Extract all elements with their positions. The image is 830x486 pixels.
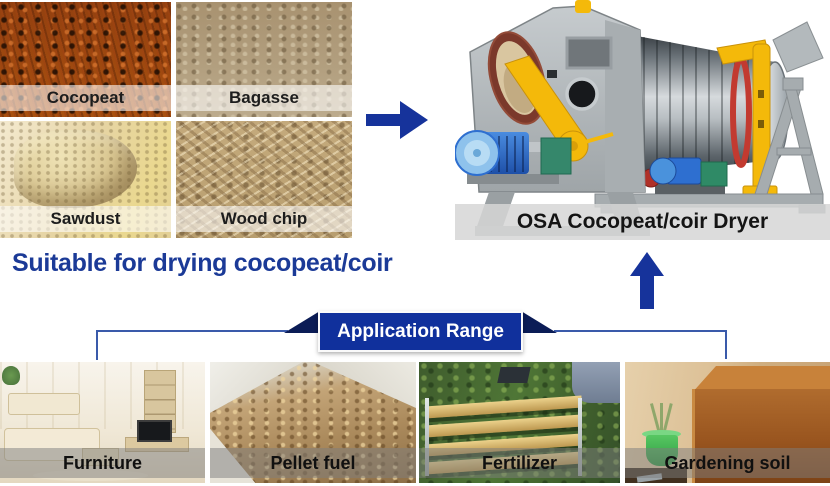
- up-arrow-icon: [630, 252, 664, 309]
- bagasse-label: Bagasse: [229, 88, 299, 107]
- dryer-photo: [454, 0, 830, 243]
- main-motor: [454, 130, 572, 184]
- right-arrow-icon: [366, 101, 428, 139]
- furniture-tv-shape: [137, 419, 173, 442]
- pellet-bag-shape-left: [210, 362, 303, 413]
- application-range-ribbon: Application Range: [318, 311, 523, 352]
- ribbon-fold-right: [521, 311, 557, 333]
- plant-pot-rim: [642, 429, 682, 439]
- sawdust-clump-shape: [13, 130, 137, 208]
- dryer-label: OSA Cocopeat/coir Dryer: [516, 210, 769, 233]
- furniture-sofa-back-shape: [8, 393, 80, 415]
- dryer-label-band: OSA Cocopeat/coir Dryer: [455, 204, 830, 240]
- fertilizer-label-band: Fertilizer: [419, 448, 620, 478]
- pellet-bag-shape-right: [313, 362, 416, 408]
- furniture-plant-shape: [2, 365, 21, 385]
- headline-text: Suitable for drying cocopeat/coir: [12, 249, 393, 277]
- sawdust-photo: Sawdust: [0, 121, 171, 238]
- cocopeat-label: Cocopeat: [46, 88, 125, 107]
- connector-line-right-vertical: [725, 330, 727, 359]
- ribbon-fold-left: [284, 311, 320, 333]
- pellet-fuel-label-band: Pellet fuel: [210, 448, 416, 478]
- woodchip-label: Wood chip: [220, 209, 308, 228]
- dryer-illustration: [454, 0, 826, 236]
- connector-line-left-horizontal: [96, 330, 288, 332]
- compost-bin-post: [425, 398, 430, 476]
- gardening-soil-label: Gardening soil: [664, 452, 791, 473]
- woodchip-photo: Wood chip: [176, 121, 352, 238]
- inspection-hatch: [565, 36, 613, 70]
- connector-line-left-vertical: [96, 330, 98, 360]
- woodchip-label-band: Wood chip: [176, 206, 352, 232]
- cocopeat-label-band: Cocopeat: [0, 85, 171, 111]
- connector-line-right-horizontal: [554, 330, 727, 332]
- sawdust-label: Sawdust: [50, 209, 121, 228]
- fertilizer-label: Fertilizer: [481, 452, 558, 473]
- gardening-soil-label-band: Gardening soil: [625, 448, 830, 478]
- sawdust-label-band: Sawdust: [0, 206, 171, 232]
- porthole: [565, 77, 599, 111]
- furniture-photo: Furniture: [0, 362, 205, 483]
- bagasse-photo: Bagasse: [176, 2, 352, 117]
- pellet-fuel-photo: Pellet fuel: [210, 362, 416, 483]
- gardening-soil-photo: Gardening soil: [625, 362, 830, 483]
- feed-chute: [772, 21, 824, 73]
- lifting-lug: [575, 0, 591, 13]
- compost-bin-post: [577, 398, 582, 476]
- furniture-label: Furniture: [63, 452, 142, 473]
- soil-block-top-face: [694, 365, 830, 390]
- pellet-fuel-label: Pellet fuel: [270, 452, 356, 473]
- fertilizer-compost-bin: [424, 395, 583, 476]
- bagasse-label-band: Bagasse: [176, 85, 352, 111]
- fertilizer-bucket-shape: [497, 366, 532, 383]
- cocopeat-photo: Cocopeat: [0, 2, 171, 117]
- drive-motor: [641, 157, 728, 194]
- furniture-label-band: Furniture: [0, 448, 205, 478]
- fertilizer-photo: Fertilizer: [419, 362, 620, 483]
- application-range-label: Application Range: [337, 320, 504, 342]
- plant-sprig: [659, 403, 663, 435]
